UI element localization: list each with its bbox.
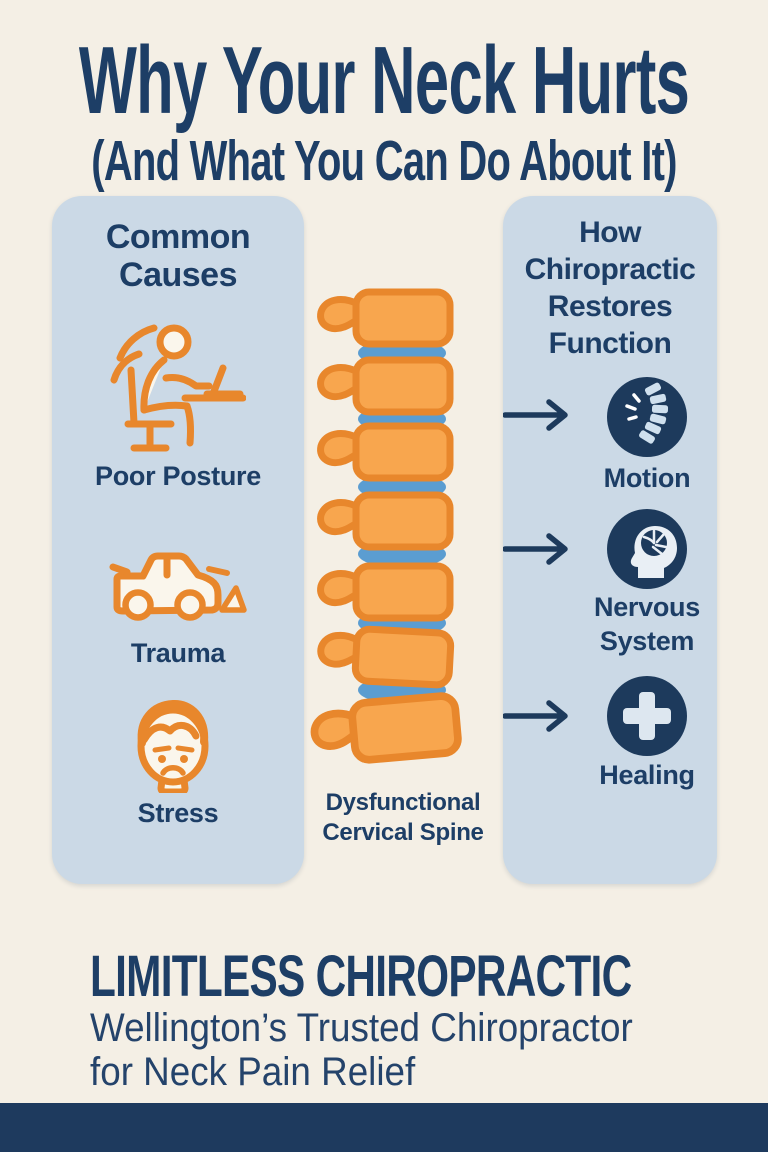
arrow-right-icon	[503, 399, 568, 431]
common-causes-panel: Common Causes Poor Posture	[52, 196, 304, 884]
restores-heading: How Chiropractic Restores Function	[524, 216, 696, 360]
restores-function-panel: How Chiropractic Restores Function	[503, 196, 717, 884]
arrow-right-icon	[503, 700, 568, 732]
footer-bar	[0, 1103, 768, 1152]
arrow-right-icon	[503, 533, 568, 565]
spine-motion-icon	[607, 377, 687, 457]
benefit-label-motion: Motion	[603, 463, 691, 493]
brand-name: LIMITLESS CHIROPRACTIC	[90, 944, 632, 1009]
cause-label-poor-posture: Poor Posture	[95, 461, 261, 491]
page-subtitle: (And What You Can Do About It)	[91, 129, 677, 193]
cause-label-stress: Stress	[137, 798, 219, 828]
brand-tagline-line1: Wellington’s Trusted Chiropractor	[90, 1006, 633, 1050]
stressed-face-icon	[137, 700, 209, 793]
brand-tagline-line2: for Neck Pain Relief	[90, 1050, 416, 1094]
page-title: Why Your Neck Hurts	[78, 27, 690, 134]
brain-icon	[607, 509, 687, 589]
cause-label-trauma: Trauma	[130, 638, 226, 668]
benefit-label-healing: Healing	[599, 760, 695, 790]
car-crash-icon	[109, 552, 247, 621]
cervical-spine-illustration	[302, 286, 502, 771]
benefit-label-nervous-system: Nervous System	[594, 592, 700, 656]
brand-tagline: Wellington’s Trusted Chiropractor for Ne…	[90, 1006, 633, 1094]
spine-caption: Dysfunctional Cervical Spine	[322, 789, 484, 846]
causes-heading: Common Causes	[105, 218, 251, 294]
healing-cross-icon	[607, 676, 687, 756]
poor-posture-icon	[110, 324, 246, 452]
